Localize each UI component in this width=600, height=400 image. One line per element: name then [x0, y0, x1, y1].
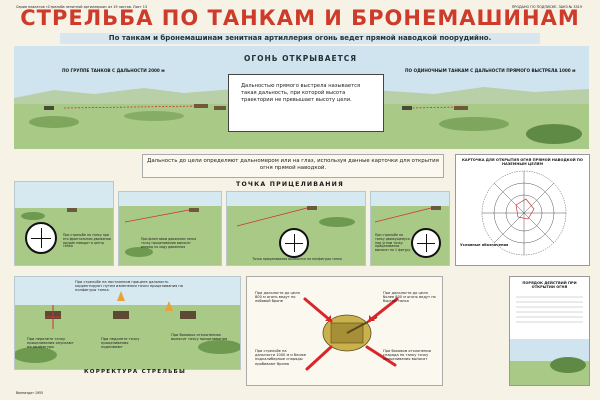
order-code: ПРОДАНО ПО ПОДПИСКЕ. ЗАКЗ № 3319 [511, 5, 582, 9]
range-card: КАРТОЧКА ДЛЯ ОТКРЫТИЯ ОГНЯ ПРЯМОЙ НАВОДК… [455, 154, 590, 266]
armor-diagram-panel: При дальности до цели 800 м огонь ведут … [246, 276, 443, 386]
legend-title: Условные обозначения [460, 243, 509, 247]
correction-caption: При боковых отклонениях выносят точку пр… [171, 333, 228, 342]
correction-title: КОРРЕКТУРА СТРЕЛЬБЫ [83, 369, 187, 375]
print-note: Воениздат 1955 [16, 391, 44, 395]
poster-title: СТРЕЛЬБА ПО ТАНКАМ И БРОНЕМАШИНАМ [20, 6, 580, 30]
armor-note: При стрельбе на дальности 1000 м и ближе… [255, 349, 307, 366]
tank-armor-diagram [303, 297, 399, 371]
group-tanks-label: ПО ГРУППЕ ТАНКОВ С ДАЛЬНОСТИ 2000 м [62, 68, 165, 73]
aim-point-title: ТОЧКА ПРИЦЕЛИВАНИЯ [236, 181, 344, 188]
aim-scene-2: При фланговом движении танка точку прице… [118, 191, 222, 266]
armor-note: При дальности до цели 800 м огонь ведут … [255, 291, 300, 304]
scene-caption: Точка прицеливания выносится на полфигур… [252, 257, 342, 261]
range-info-box: Дальность до цели определяют дальномером… [142, 154, 444, 178]
correction-panel: При стрельбе на постоянном прицеле дальн… [14, 276, 241, 370]
scene-caption: При стрельбе по танку при его фронтально… [63, 233, 111, 249]
scene-caption: При фланговом движении танка точку прице… [141, 237, 197, 249]
direct-fire-definition: Дальностью прямого выстрела называется т… [228, 74, 384, 132]
range-card-diagram [481, 170, 567, 256]
procedure-title: ПОРЯДОК ДЕЙСТВИЙ ПРИ ОТКРЫТИИ ОГНЯ [522, 281, 577, 290]
aim-scene-3: Точка прицеливания выносится на полфигур… [226, 191, 366, 266]
aim-scene-4: При стрельбе по танку движущемуся под уг… [370, 191, 450, 266]
armor-note: При боковом отклонении снаряда по танку … [383, 349, 431, 362]
correction-caption: При перелете точку прицеливания опускают… [27, 337, 74, 350]
scope-reticle [25, 222, 57, 254]
fire-procedure-panel: ПОРЯДОК ДЕЙСТВИЙ ПРИ ОТКРЫТИИ ОГНЯ [509, 276, 590, 386]
single-tank-label: ПО ОДИНОЧНЫМ ТАНКАМ С ДАЛЬНОСТИ ПРЯМОГО … [405, 68, 576, 73]
range-card-title: КАРТОЧКА ДЛЯ ОТКРЫТИЯ ОГНЯ ПРЯМОЙ НАВОДК… [462, 158, 583, 167]
correction-caption: При недолете точку прицеливания поднимаю… [101, 337, 140, 350]
poster-subtitle: По танкам и бронемашинам зенитная артилл… [60, 33, 540, 44]
series-note: Серия плакатов «Стрельба зенитной артилл… [16, 5, 148, 9]
aim-scene-1: При стрельбе по танку при его фронтально… [14, 181, 114, 266]
fire-opens-ribbon: ОГОНЬ ОТКРЫВАЕТСЯ [243, 54, 358, 63]
scope-reticle [411, 228, 441, 258]
scene-caption: При стрельбе по танку движущемуся под уг… [375, 233, 411, 253]
scope-reticle [279, 228, 309, 258]
correction-note: При стрельбе на постоянном прицеле дальн… [75, 280, 183, 293]
armor-note: При дальности до цели более 800 м огонь … [383, 291, 436, 304]
